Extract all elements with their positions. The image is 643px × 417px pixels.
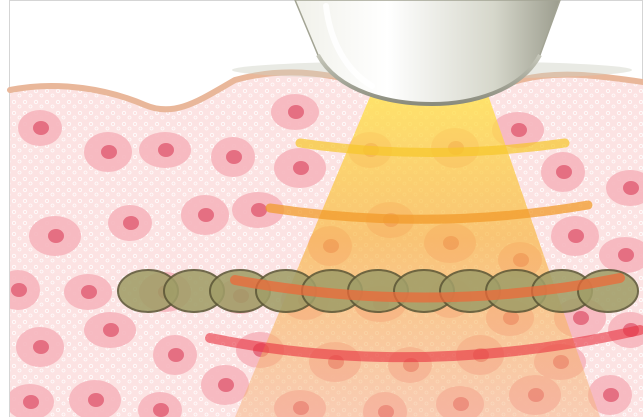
skin-cell — [271, 94, 319, 130]
skin-cell — [153, 335, 197, 375]
skin-cell — [108, 205, 152, 241]
skin-cell — [18, 110, 62, 146]
skin-cell — [139, 132, 191, 168]
skin-cell — [84, 132, 132, 172]
skin-cell — [29, 216, 81, 256]
skin-cell — [541, 152, 585, 192]
skin-cell — [64, 274, 112, 310]
skin-cell — [211, 137, 255, 177]
skin-cell — [551, 216, 599, 256]
skin-cell — [16, 327, 64, 367]
skin-cell — [274, 148, 326, 188]
skin-cell — [84, 312, 136, 348]
skin-cell — [201, 365, 249, 405]
skin-cell — [181, 195, 229, 235]
